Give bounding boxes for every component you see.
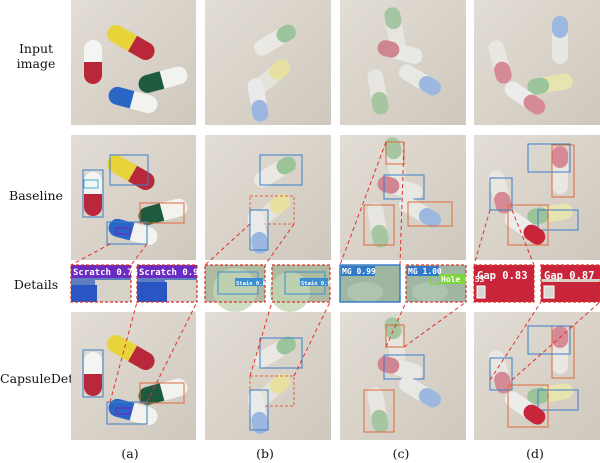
- col-label-c: (c): [392, 446, 410, 461]
- detail-tag-a1: Scratch 0.78: [73, 268, 138, 278]
- baseline-image-c: [340, 135, 466, 260]
- detail-d2: [540, 264, 600, 303]
- detail-tag-a2: Scratch 0.95: [139, 268, 204, 278]
- row-label-input: Input image: [16, 41, 56, 71]
- detail-b2: [270, 264, 331, 312]
- baseline-image-d: [474, 135, 600, 260]
- detail-tag-c1: MG 0.99: [342, 267, 376, 276]
- detail-b1: [204, 264, 266, 312]
- col-label-d: (d): [526, 446, 544, 461]
- baseline-image-b: [205, 135, 331, 260]
- baseline-image-a: [71, 135, 196, 260]
- input-image-c: [340, 0, 466, 125]
- detail-tag-d2: Gap 0.87: [544, 270, 595, 282]
- input-image-d: [474, 0, 600, 125]
- detail-tag-b2: Stain 0.90: [301, 281, 334, 287]
- col-label-a: (a): [121, 446, 139, 461]
- capsuledet-image-d: [474, 312, 600, 440]
- detail-tag-b1: Stain 0.86: [236, 281, 270, 287]
- detail-a2: [136, 264, 198, 303]
- detail-d1: [473, 264, 535, 303]
- detail-tag-c3: Hole 0.53: [441, 275, 485, 284]
- row-label-details: Details: [13, 277, 59, 292]
- input-image-b: [205, 0, 331, 125]
- connector-lines: [70, 141, 600, 403]
- detail-a1: [70, 264, 132, 303]
- col-label-b: (b): [256, 446, 274, 461]
- input-image-a: [71, 0, 196, 125]
- detail-tag-c2: MG 1.00: [408, 267, 442, 276]
- capsuledet-image-b: [205, 312, 331, 440]
- capsuledet-image-a: [71, 312, 196, 440]
- detail-tag-d1: Gap 0.83: [477, 270, 528, 282]
- capsuledet-image-c: [340, 312, 466, 440]
- row-label-capsuledet: CapsuleDet: [0, 371, 74, 386]
- row-label-baseline: Baseline: [9, 188, 63, 203]
